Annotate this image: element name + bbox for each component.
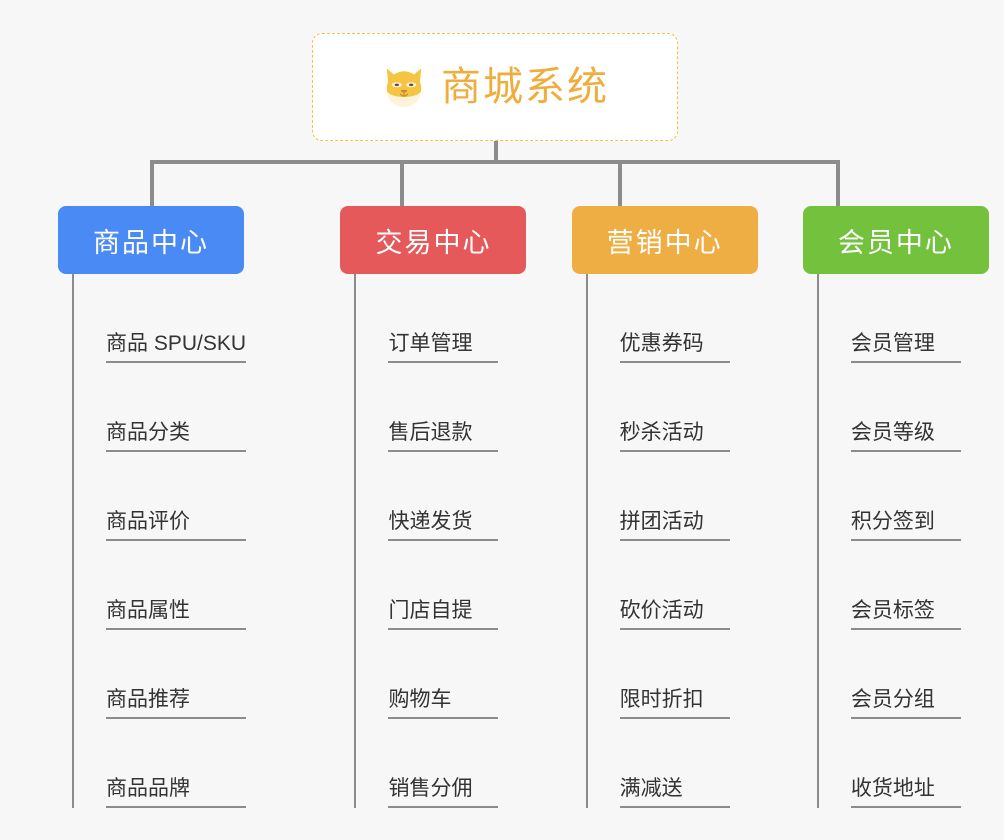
leaf-list-member: 会员管理 会员等级 积分签到 会员标签 会员分组 收货地址 — [816, 274, 1004, 808]
leaf-label: 门店自提 — [388, 594, 499, 630]
root-node-title: 商城系统 — [441, 65, 609, 109]
leaf-label: 秒杀活动 — [619, 416, 730, 452]
category-header-product[interactable]: 商品中心 — [58, 206, 244, 274]
shiba-dog-icon — [386, 68, 422, 108]
leaf-item[interactable]: 售后退款 — [354, 363, 541, 452]
leaf-label: 购物车 — [388, 683, 499, 719]
leaf-item[interactable]: 商品品牌 — [72, 719, 288, 808]
leaf-label: 快递发货 — [388, 505, 499, 541]
leaf-item[interactable]: 销售分佣 — [354, 719, 541, 808]
leaf-item[interactable]: 商品 SPU/SKU — [72, 274, 288, 363]
leaf-item[interactable]: 拼团活动 — [585, 452, 773, 541]
leaf-label: 会员标签 — [850, 594, 961, 630]
leaf-item[interactable]: 收货地址 — [816, 719, 1004, 808]
leaf-item[interactable]: 会员管理 — [816, 274, 1004, 363]
category-column-member: 会员中心 会员管理 会员等级 积分签到 会员标签 会员分组 收货地址 — [802, 206, 1004, 808]
leaf-item[interactable]: 满减送 — [585, 719, 773, 808]
leaf-label: 限时折扣 — [619, 683, 730, 719]
connector-root-stem — [494, 141, 498, 162]
leaf-label: 商品分类 — [106, 416, 246, 452]
leaf-item[interactable]: 快递发货 — [354, 452, 541, 541]
leaf-item[interactable]: 砍价活动 — [585, 541, 773, 630]
leaf-item[interactable]: 商品推荐 — [72, 630, 288, 719]
category-columns: 商品中心 商品 SPU/SKU 商品分类 商品评价 商品属性 商品推荐 商品品牌… — [0, 206, 1004, 808]
leaf-item[interactable]: 会员标签 — [816, 541, 1004, 630]
leaf-item[interactable]: 订单管理 — [354, 274, 541, 363]
leaf-item[interactable]: 商品分类 — [72, 363, 288, 452]
leaf-item[interactable]: 会员分组 — [816, 630, 1004, 719]
leaf-item[interactable]: 商品评价 — [72, 452, 288, 541]
leaf-label: 拼团活动 — [619, 505, 730, 541]
category-header-marketing[interactable]: 营销中心 — [571, 206, 758, 274]
leaf-list-marketing: 优惠券码 秒杀活动 拼团活动 砍价活动 限时折扣 满减送 — [585, 274, 773, 808]
category-column-marketing: 营销中心 优惠券码 秒杀活动 拼团活动 砍价活动 限时折扣 满减送 — [571, 206, 773, 808]
leaf-label: 会员分组 — [850, 683, 961, 719]
leaf-label: 商品评价 — [106, 505, 246, 541]
category-column-trade: 交易中心 订单管理 售后退款 快递发货 门店自提 购物车 销售分佣 — [340, 206, 541, 808]
leaf-label: 订单管理 — [388, 327, 499, 363]
leaf-label: 商品推荐 — [106, 683, 246, 719]
root-node-card[interactable]: 商城系统 — [312, 33, 678, 141]
leaf-item[interactable]: 限时折扣 — [585, 630, 773, 719]
leaf-list-product: 商品 SPU/SKU 商品分类 商品评价 商品属性 商品推荐 商品品牌 — [72, 274, 288, 808]
leaf-label: 积分签到 — [850, 505, 961, 541]
leaf-label: 商品品牌 — [106, 772, 246, 808]
leaf-label: 商品 SPU/SKU — [106, 327, 247, 363]
leaf-item[interactable]: 秒杀活动 — [585, 363, 773, 452]
connector-drop-2 — [400, 160, 404, 206]
connector-drop-4 — [836, 160, 840, 206]
leaf-label: 商品属性 — [106, 594, 246, 630]
category-column-product: 商品中心 商品 SPU/SKU 商品分类 商品评价 商品属性 商品推荐 商品品牌 — [58, 206, 288, 808]
leaf-label: 会员等级 — [850, 416, 961, 452]
leaf-item[interactable]: 优惠券码 — [585, 274, 773, 363]
leaf-label: 优惠券码 — [619, 327, 730, 363]
leaf-label: 售后退款 — [388, 416, 499, 452]
leaf-list-trade: 订单管理 售后退款 快递发货 门店自提 购物车 销售分佣 — [354, 274, 541, 808]
leaf-item[interactable]: 会员等级 — [816, 363, 1004, 452]
connector-horizontal-bus — [150, 160, 840, 164]
leaf-label: 收货地址 — [850, 772, 961, 808]
leaf-label: 砍价活动 — [619, 594, 730, 630]
leaf-label: 会员管理 — [850, 327, 961, 363]
category-header-member[interactable]: 会员中心 — [802, 206, 989, 274]
leaf-item[interactable]: 门店自提 — [354, 541, 541, 630]
category-header-trade[interactable]: 交易中心 — [340, 206, 527, 274]
leaf-item[interactable]: 商品属性 — [72, 541, 288, 630]
connector-drop-3 — [618, 160, 622, 206]
connector-drop-1 — [150, 160, 154, 206]
leaf-label: 销售分佣 — [388, 772, 499, 808]
leaf-item[interactable]: 购物车 — [354, 630, 541, 719]
leaf-label: 满减送 — [619, 772, 730, 808]
leaf-item[interactable]: 积分签到 — [816, 452, 1004, 541]
